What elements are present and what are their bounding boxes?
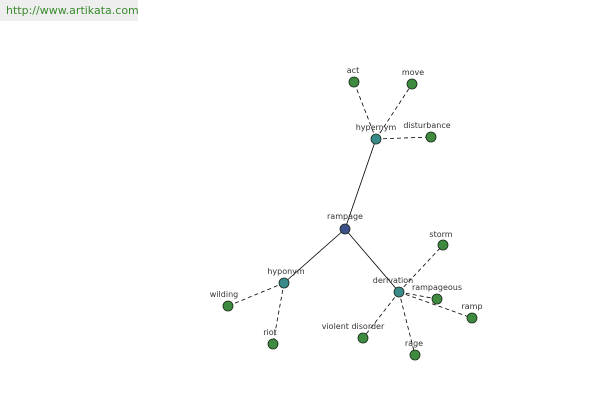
node-storm[interactable] <box>437 239 449 251</box>
node-violent-disorder[interactable] <box>357 332 369 344</box>
edge-hyponym-riot <box>272 282 285 345</box>
node-act[interactable] <box>348 76 360 88</box>
edges-layer <box>227 81 473 356</box>
node-hypernym[interactable] <box>370 133 382 145</box>
nodes-layer <box>222 76 478 361</box>
node-label-storm: storm <box>429 230 452 239</box>
node-label-derivation: derivation <box>373 276 413 285</box>
node-riot[interactable] <box>267 338 279 350</box>
edge-derivation-rage <box>398 291 416 356</box>
edge-hyponym-wilding <box>227 282 285 307</box>
edge-rampage-derivation <box>344 228 400 293</box>
node-label-rampageous: rampageous <box>412 283 462 292</box>
site-link[interactable]: http://www.artikata.com <box>0 0 138 21</box>
edge-derivation-ramp <box>398 291 473 319</box>
node-label-disturbance: disturbance <box>403 121 450 130</box>
edge-rampage-hyponym <box>283 228 346 284</box>
node-label-rage: rage <box>405 339 423 348</box>
node-derivation[interactable] <box>393 286 405 298</box>
node-hyponym[interactable] <box>278 277 290 289</box>
edge-derivation-storm <box>398 244 444 293</box>
node-label-hyponym: hyponym <box>267 267 305 276</box>
edge-hypernym-move <box>375 83 413 140</box>
node-label-act: act <box>347 66 359 75</box>
edge-derivation-rampageous <box>398 291 438 300</box>
node-rage[interactable] <box>409 349 421 361</box>
edge-derivation-violent-disorder <box>362 291 400 339</box>
edge-hypernym-act <box>353 81 377 140</box>
node-label-rampage: rampage <box>327 212 363 221</box>
node-label-riot: riot <box>263 328 277 337</box>
edge-hypernym-disturbance <box>375 136 432 140</box>
node-label-hypernym: hypernym <box>356 123 397 132</box>
node-label-wilding: wilding <box>210 290 238 299</box>
node-label-violent-disorder: violent disorder <box>322 322 385 331</box>
node-label-ramp: ramp <box>461 302 482 311</box>
node-rampage[interactable] <box>339 223 351 235</box>
node-move[interactable] <box>406 78 418 90</box>
node-wilding[interactable] <box>222 300 234 312</box>
node-ramp[interactable] <box>466 312 478 324</box>
node-rampageous[interactable] <box>431 293 443 305</box>
labels-layer: rampage hypernym hyponym derivation act move d… <box>210 66 483 348</box>
node-label-move: move <box>402 68 424 77</box>
edge-rampage-hypernym <box>344 138 377 230</box>
node-disturbance[interactable] <box>425 131 437 143</box>
